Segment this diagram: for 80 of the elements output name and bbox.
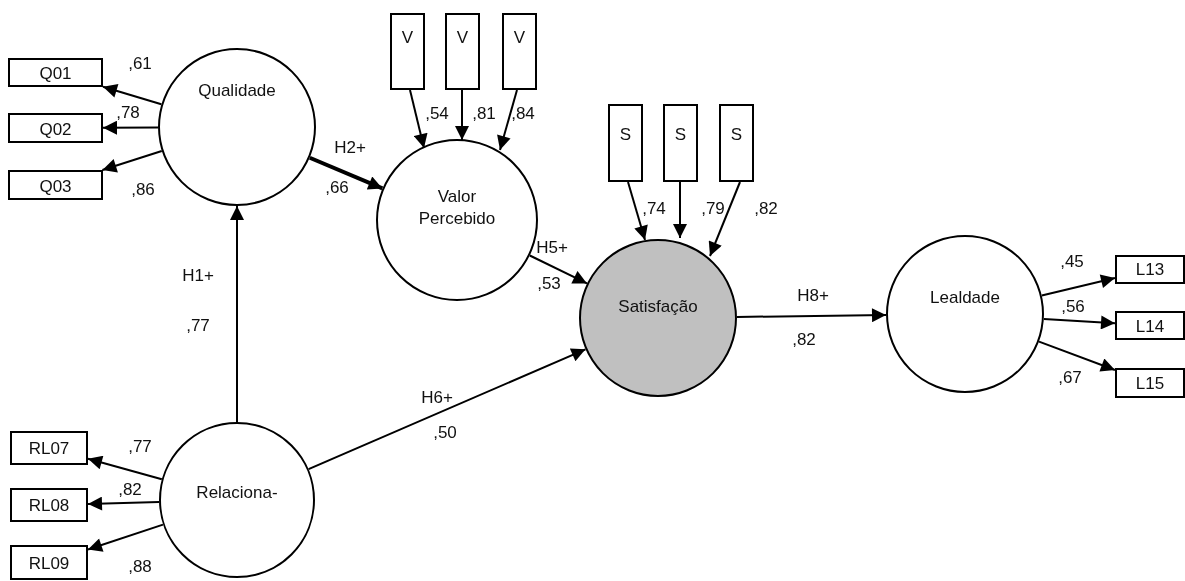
path-coefficient: ,77	[186, 316, 210, 336]
node-label: RL07	[27, 438, 71, 460]
indicator-box	[608, 104, 643, 182]
node-label: L13	[1134, 259, 1166, 281]
node-label: Q02	[38, 119, 73, 141]
edge-label: H1+	[182, 266, 214, 286]
arrow	[528, 254, 588, 285]
edge-label: ,84	[511, 104, 535, 124]
edge-label: ,56	[1061, 297, 1085, 317]
node-label: RL09	[27, 553, 71, 575]
node-label: Satisfação	[617, 296, 699, 318]
indicator-box	[10, 431, 88, 465]
indicator-box	[719, 104, 754, 182]
node-label: V	[400, 27, 415, 49]
path-coefficient: ,50	[433, 423, 457, 443]
arrow	[1038, 340, 1116, 372]
arrow	[409, 89, 428, 149]
node-label: L15	[1134, 373, 1166, 395]
node-label: V	[512, 27, 527, 49]
edge-label: H8+	[797, 286, 829, 306]
arrow	[102, 84, 163, 106]
arrow	[101, 150, 163, 173]
indicator-box	[445, 13, 480, 90]
arrow	[708, 181, 741, 257]
arrow	[1040, 274, 1116, 297]
indicator-box	[10, 545, 88, 580]
arrow	[673, 181, 687, 239]
arrow	[627, 181, 648, 241]
path-coefficient: ,82	[792, 330, 816, 350]
indicator-box	[8, 170, 103, 200]
edge-label: ,82	[118, 480, 142, 500]
arrow	[87, 523, 164, 552]
edge-label: ,45	[1060, 252, 1084, 272]
path-coefficient: ,53	[537, 274, 561, 294]
edge-label: ,86	[131, 180, 155, 200]
edge-label: H6+	[421, 388, 453, 408]
node-label: Q03	[38, 176, 73, 198]
indicator-box	[8, 58, 103, 87]
edge-label: H5+	[536, 238, 568, 258]
indicator-box	[390, 13, 425, 90]
indicator-box	[502, 13, 537, 90]
node-label: Relaciona-	[195, 482, 279, 504]
arrow	[1042, 315, 1116, 330]
indicator-box	[10, 488, 88, 522]
node-label: Qualidade	[197, 80, 277, 102]
edge-label: ,77	[128, 437, 152, 457]
arrow	[497, 89, 518, 151]
indicator-box	[663, 104, 698, 182]
node-label: Valor Percebido	[417, 186, 497, 230]
indicator-box	[1115, 311, 1185, 340]
edge-label: ,82	[754, 199, 778, 219]
arrow	[736, 308, 887, 323]
node-label: Lealdade	[929, 287, 1001, 309]
arrow	[455, 89, 469, 141]
arrow	[87, 455, 163, 481]
edge-label: ,54	[425, 104, 449, 124]
node-label: S	[673, 124, 688, 146]
edge-label: ,88	[128, 557, 152, 577]
node-label: S	[729, 124, 744, 146]
edge-label: ,67	[1058, 368, 1082, 388]
edge-label: H2+	[334, 138, 366, 158]
indicator-box	[8, 113, 103, 143]
arrow	[102, 120, 159, 135]
edge-label: ,79	[701, 199, 725, 219]
node-label: L14	[1134, 316, 1166, 338]
edge-label: ,61	[128, 54, 152, 74]
arrow	[87, 496, 161, 511]
node-label: Q01	[38, 63, 73, 85]
arrow	[309, 155, 384, 191]
path-coefficient: ,66	[325, 178, 349, 198]
arrow	[307, 348, 587, 471]
indicator-box	[1115, 368, 1185, 398]
node-label: V	[455, 27, 470, 49]
node-label: RL08	[27, 495, 71, 517]
node-label: S	[618, 124, 633, 146]
edge-label: ,74	[642, 199, 666, 219]
edge-label: ,81	[472, 104, 496, 124]
arrow	[230, 205, 244, 423]
indicator-box	[1115, 255, 1185, 284]
edge-label: ,78	[116, 103, 140, 123]
